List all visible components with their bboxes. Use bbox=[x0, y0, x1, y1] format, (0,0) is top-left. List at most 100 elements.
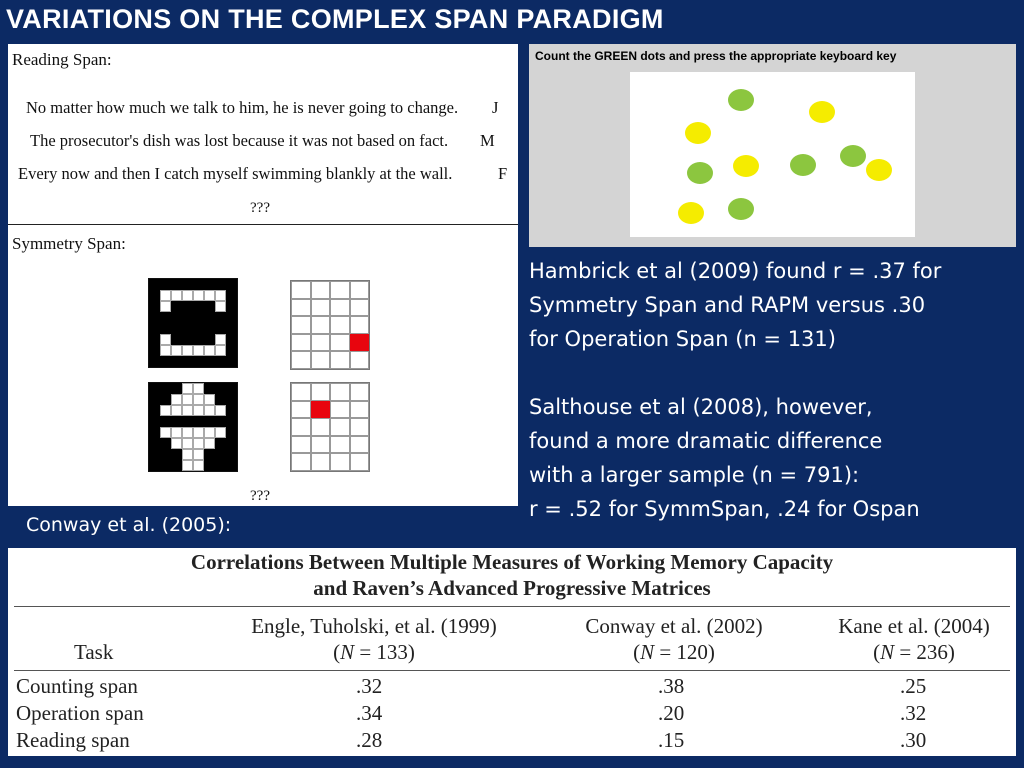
yellow-dot bbox=[809, 101, 835, 123]
pattern-cell bbox=[215, 383, 226, 394]
pattern-cell bbox=[182, 383, 193, 394]
pattern-cell bbox=[160, 290, 171, 301]
pattern-cell bbox=[204, 394, 215, 405]
pattern-cell bbox=[226, 334, 237, 345]
column-header-n: (N = 236) bbox=[873, 640, 955, 664]
pattern-cell bbox=[204, 427, 215, 438]
pattern-cell bbox=[182, 345, 193, 356]
pattern-cell bbox=[149, 383, 160, 394]
location-cell bbox=[291, 383, 311, 401]
table-caption-line-2: and Raven’s Advanced Progressive Matrice… bbox=[313, 576, 711, 600]
location-cell bbox=[310, 298, 330, 316]
location-cell bbox=[330, 298, 350, 316]
pattern-cell bbox=[204, 290, 215, 301]
pattern-cell bbox=[182, 356, 193, 367]
table-source-label: Conway et al. (2005): bbox=[26, 514, 232, 536]
pattern-cell bbox=[193, 416, 204, 427]
location-cell bbox=[291, 298, 311, 316]
location-cell bbox=[291, 400, 311, 418]
location-cell bbox=[330, 351, 350, 369]
pattern-cell bbox=[149, 449, 160, 460]
pattern-cell bbox=[171, 290, 182, 301]
location-cell bbox=[330, 400, 350, 418]
pattern-cell bbox=[160, 405, 171, 416]
pattern-cell bbox=[226, 345, 237, 356]
pattern-cell bbox=[149, 438, 160, 449]
pattern-cell bbox=[171, 438, 182, 449]
findings-line: Salthouse et al (2008), however, bbox=[529, 395, 873, 419]
column-header-study: Conway et al. (2002) bbox=[585, 614, 763, 638]
pattern-cell bbox=[182, 405, 193, 416]
pattern-cell bbox=[215, 334, 226, 345]
pattern-cell bbox=[171, 279, 182, 290]
pattern-cell bbox=[182, 438, 193, 449]
location-cell bbox=[349, 351, 369, 369]
pattern-cell bbox=[226, 279, 237, 290]
pattern-cell bbox=[149, 345, 160, 356]
pattern-cell bbox=[204, 449, 215, 460]
reading-sentence-3: Every now and then I catch myself swimmi… bbox=[18, 164, 453, 183]
pattern-cell bbox=[226, 301, 237, 312]
table-header-rule bbox=[14, 670, 1010, 671]
pattern-cell bbox=[193, 460, 204, 471]
dots-instruction: Count the GREEN dots and press the appro… bbox=[535, 49, 897, 63]
pattern-cell bbox=[182, 394, 193, 405]
yellow-dot bbox=[678, 202, 704, 224]
pattern-cell bbox=[193, 438, 204, 449]
pattern-cell bbox=[149, 427, 160, 438]
pattern-cell bbox=[182, 290, 193, 301]
pattern-cell bbox=[193, 279, 204, 290]
location-cell bbox=[310, 418, 330, 436]
findings-line: for Operation Span (n = 131) bbox=[529, 327, 836, 351]
location-cell bbox=[291, 418, 311, 436]
table-row-task: Counting span bbox=[16, 674, 138, 698]
reading-recall-prompt: ??? bbox=[250, 200, 270, 216]
location-cell bbox=[349, 418, 369, 436]
location-cell bbox=[349, 435, 369, 453]
location-cell bbox=[310, 351, 330, 369]
pattern-cell bbox=[160, 416, 171, 427]
pattern-cell bbox=[226, 394, 237, 405]
reading-sentence-2: The prosecutor's dish was lost because i… bbox=[30, 131, 449, 150]
pattern-cell bbox=[171, 460, 182, 471]
location-cell bbox=[349, 400, 369, 418]
location-cell bbox=[349, 281, 369, 299]
pattern-cell bbox=[182, 416, 193, 427]
location-cell bbox=[310, 333, 330, 351]
pattern-cell bbox=[182, 301, 193, 312]
location-cell bbox=[310, 453, 330, 471]
reading-letter-3: F bbox=[498, 164, 508, 183]
symmetry-pattern-2 bbox=[148, 382, 238, 472]
pattern-cell bbox=[182, 460, 193, 471]
pattern-cell bbox=[149, 323, 160, 334]
pattern-cell bbox=[226, 323, 237, 334]
pattern-cell bbox=[193, 345, 204, 356]
findings-line: found a more dramatic difference bbox=[529, 429, 883, 453]
pattern-cell bbox=[149, 394, 160, 405]
pattern-cell bbox=[160, 312, 171, 323]
pattern-cell bbox=[160, 394, 171, 405]
pattern-cell bbox=[160, 383, 171, 394]
table-cell: .20 bbox=[658, 701, 685, 725]
pattern-cell bbox=[204, 312, 215, 323]
table-cell: .28 bbox=[356, 728, 383, 752]
pattern-cell bbox=[182, 323, 193, 334]
pattern-cell bbox=[226, 383, 237, 394]
pattern-cell bbox=[193, 394, 204, 405]
pattern-cell bbox=[215, 323, 226, 334]
location-cell bbox=[330, 435, 350, 453]
pattern-cell bbox=[204, 279, 215, 290]
pattern-cell bbox=[215, 356, 226, 367]
pattern-cell bbox=[226, 449, 237, 460]
pattern-cell bbox=[171, 312, 182, 323]
pattern-cell bbox=[182, 427, 193, 438]
pattern-cell bbox=[204, 416, 215, 427]
location-cell bbox=[291, 435, 311, 453]
pattern-cell bbox=[149, 301, 160, 312]
location-cell bbox=[349, 316, 369, 334]
pattern-cell bbox=[204, 356, 215, 367]
pattern-cell bbox=[193, 449, 204, 460]
table-cell: .38 bbox=[658, 674, 685, 698]
location-cell bbox=[310, 281, 330, 299]
green-dot bbox=[728, 198, 754, 220]
